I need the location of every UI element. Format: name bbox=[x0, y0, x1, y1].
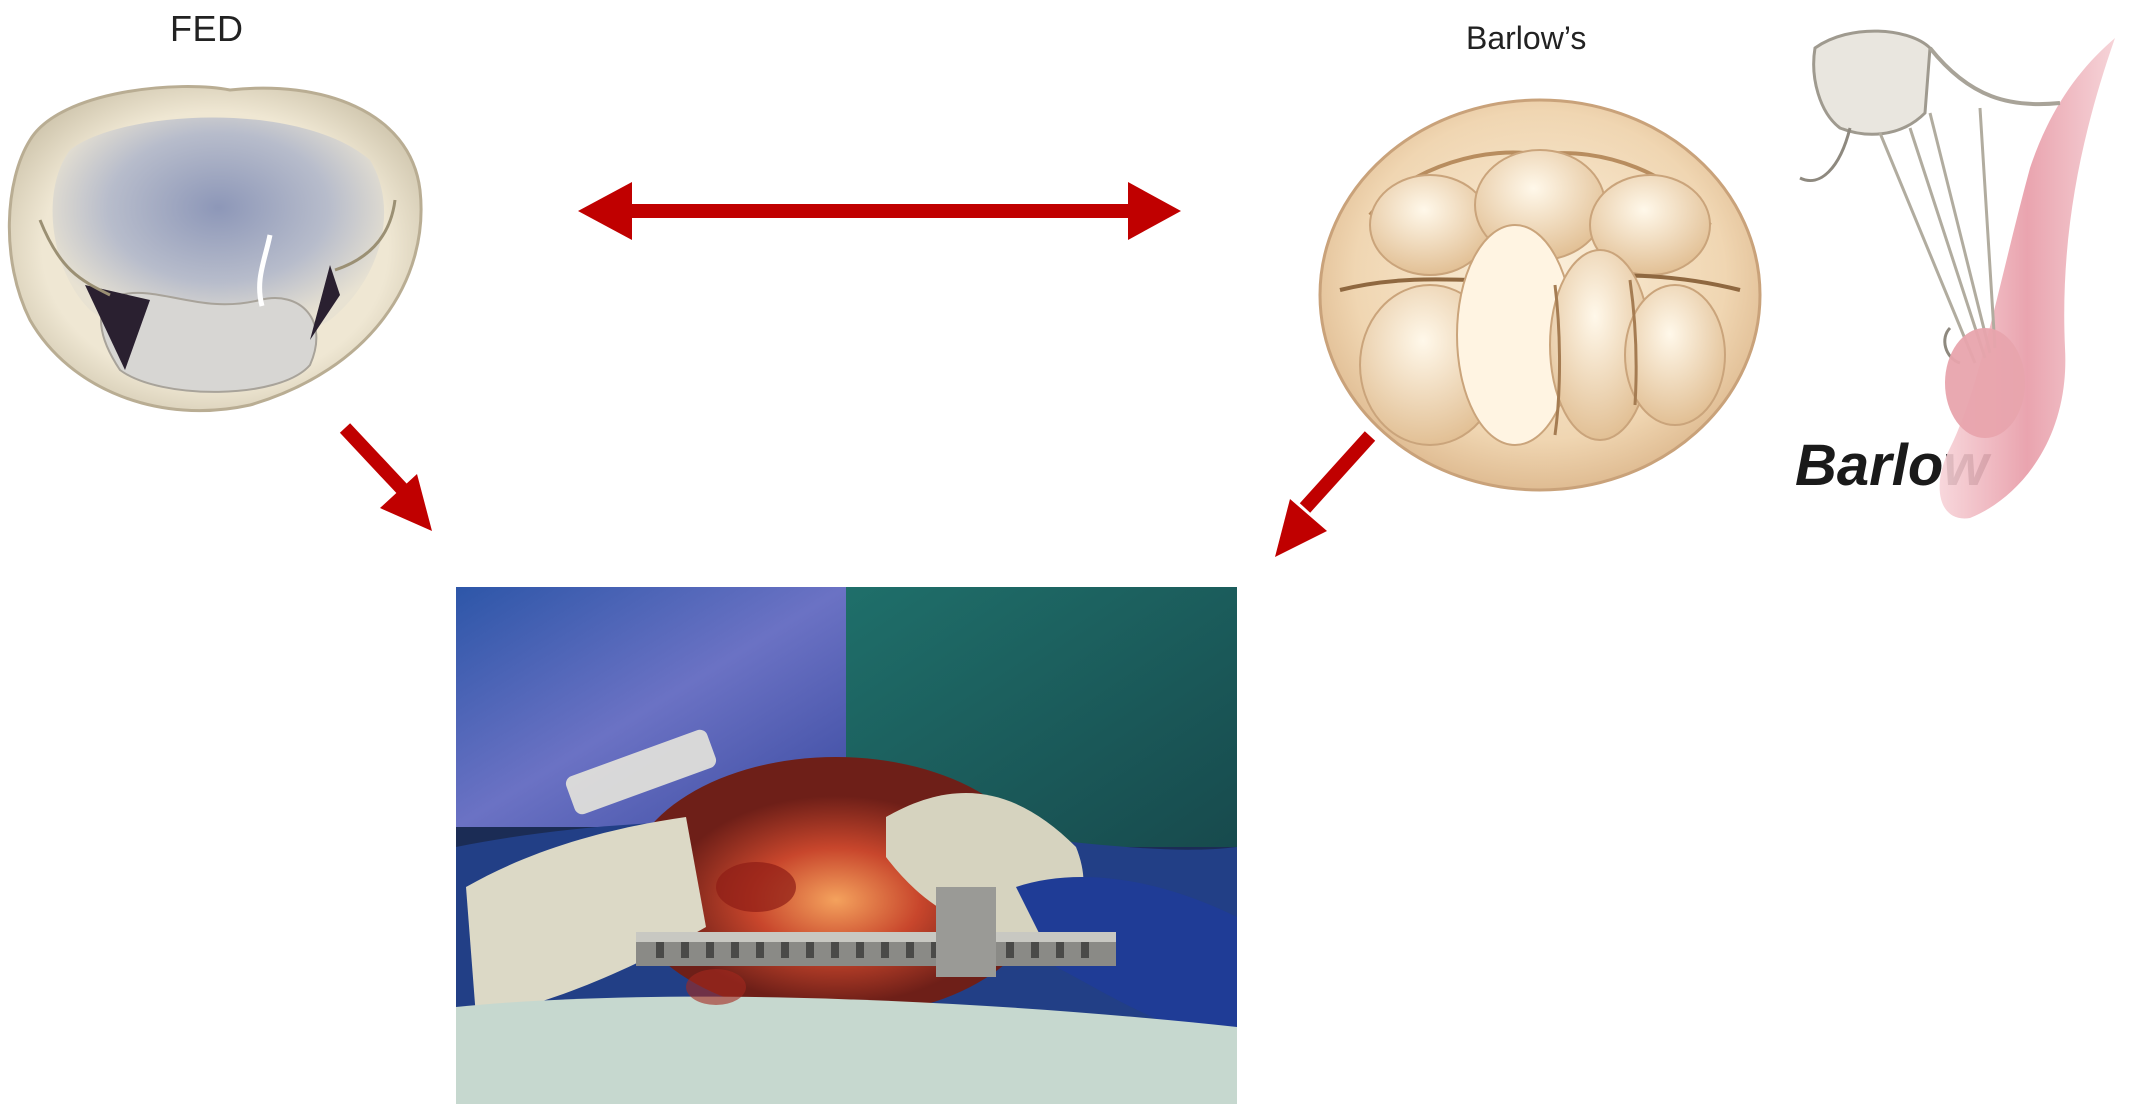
barlows-label: Barlow’s bbox=[1466, 20, 1586, 57]
barlow-valve-illustration bbox=[1300, 85, 1770, 495]
surgery-photo bbox=[456, 587, 1237, 1104]
fed-valve-illustration bbox=[0, 70, 440, 420]
double-headed-arrow-icon bbox=[578, 182, 1181, 240]
barlow-sideview-illustration bbox=[1780, 18, 2139, 528]
fed-label: FED bbox=[170, 8, 244, 50]
diagonal-arrow-down-right-icon bbox=[345, 428, 432, 531]
